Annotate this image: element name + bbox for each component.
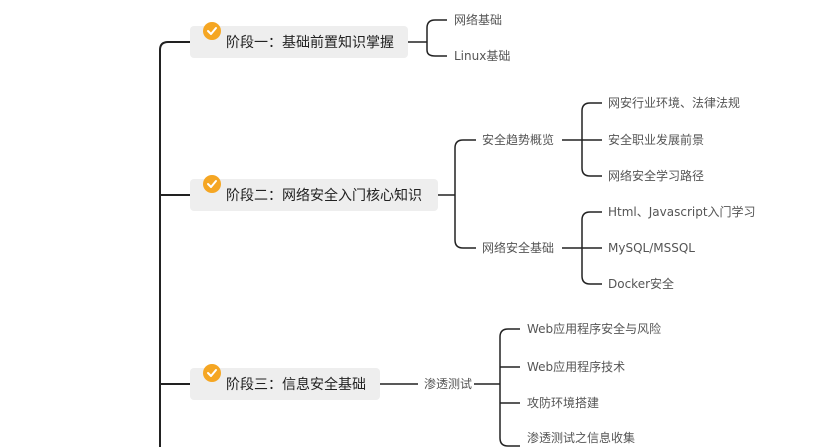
stage-1-node[interactable]: 阶段一：基础前置知识掌握 <box>190 22 408 58</box>
topic-item[interactable]: Web应用程序安全与风险 <box>527 322 662 336</box>
check-icon <box>203 22 221 40</box>
stage-2-topic[interactable]: 网络安全基础 <box>482 241 555 255</box>
check-icon <box>203 364 221 382</box>
stage-3-node[interactable]: 阶段三：信息安全基础 <box>190 364 380 400</box>
topic-item[interactable]: 渗透测试之信息收集 <box>527 431 636 445</box>
topic-item[interactable]: MySQL/MSSQL <box>608 241 695 255</box>
stage-2-title: 阶段二：网络安全入门核心知识 <box>226 188 422 204</box>
stage-3-topic[interactable]: 渗透测试 <box>424 377 473 391</box>
topic-item[interactable]: 网络安全学习路径 <box>608 169 705 183</box>
topic-item[interactable]: Html、Javascript入门学习 <box>608 205 756 219</box>
stage-1-item[interactable]: 网络基础 <box>454 13 503 27</box>
stage-3-title: 阶段三：信息安全基础 <box>226 377 366 393</box>
stage-2-topic[interactable]: 安全趋势概览 <box>482 133 555 147</box>
topic-item[interactable]: 攻防环境搭建 <box>527 396 600 410</box>
check-icon <box>203 175 221 193</box>
stage-1-title: 阶段一：基础前置知识掌握 <box>226 35 394 51</box>
topic-item[interactable]: 网安行业环境、法律法规 <box>608 96 741 110</box>
topic-item[interactable]: 安全职业发展前景 <box>608 133 705 147</box>
stage-2-node[interactable]: 阶段二：网络安全入门核心知识 <box>190 175 438 211</box>
topic-item[interactable]: Web应用程序技术 <box>527 360 626 374</box>
topic-item[interactable]: Docker安全 <box>608 277 675 291</box>
stage-1-item[interactable]: Linux基础 <box>454 49 511 63</box>
